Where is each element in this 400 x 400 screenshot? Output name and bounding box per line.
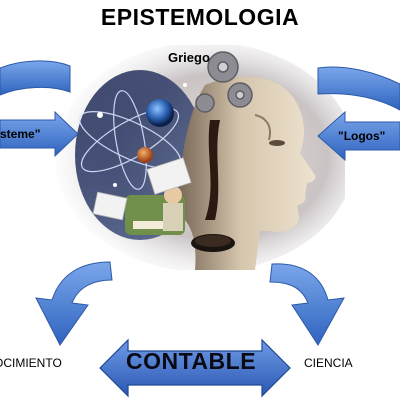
bottom-left-curved-arrow (35, 261, 113, 346)
collage-illustration (55, 45, 345, 270)
bottom-center-label: CONTABLE (125, 348, 257, 374)
contable-double-arrow (99, 338, 291, 398)
diagram-title: EPISTEMOLOGIA (100, 4, 300, 30)
gears-icon (195, 51, 253, 113)
left-term-label: steme" (0, 127, 41, 141)
right-term-arrow (317, 110, 400, 162)
planet-earth-icon (146, 99, 174, 127)
top-right-curved-arrow (317, 66, 400, 111)
scholar-figure-icon (125, 186, 185, 235)
right-term-label: "Logos" (338, 129, 386, 143)
center-label: Griego (168, 50, 210, 65)
bottom-left-label: OCIMIENTO (0, 356, 62, 370)
planet-mars-icon (137, 147, 153, 163)
top-left-curved-arrow (0, 60, 71, 96)
bottom-right-label: CIENCIA (304, 356, 353, 370)
bottom-right-curved-arrow (269, 263, 345, 346)
left-term-arrow (0, 110, 79, 158)
